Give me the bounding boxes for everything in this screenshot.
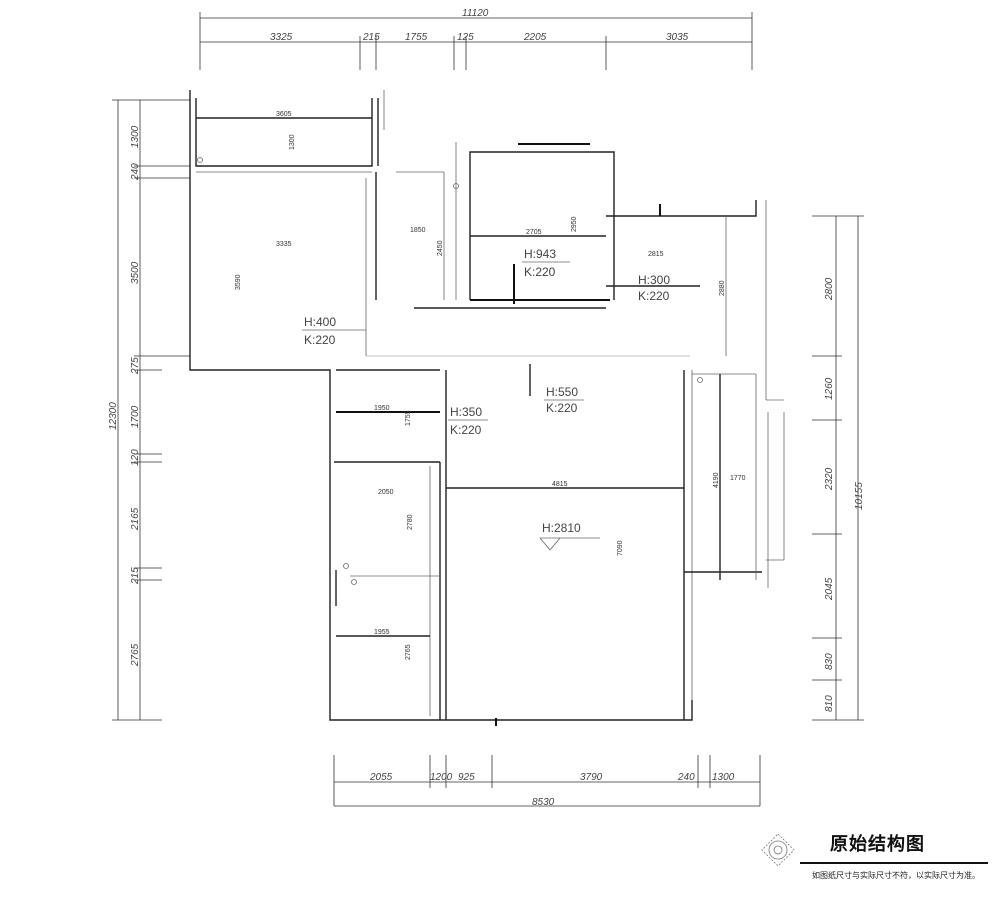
drawing-note: 如图纸尺寸与实际尺寸不符，以实际尺寸为准。 <box>812 871 980 880</box>
opening-labels: H:400 K:220 H:943 K:220 H:300 K:220 H:55… <box>302 247 670 437</box>
room-dim-2: 1300 <box>289 134 296 150</box>
left-dim-7: 2165 <box>130 507 141 531</box>
drawing-title: 原始结构图 <box>830 834 925 855</box>
opening-2-h: H:943 <box>524 247 556 261</box>
room-dim-12: 1755 <box>405 410 412 426</box>
left-dim-6: 120 <box>130 449 141 466</box>
walls <box>189 90 785 726</box>
right-dim-1: 2800 <box>824 277 835 301</box>
title-underline <box>800 862 988 864</box>
bottom-dim-6: 1300 <box>712 772 735 783</box>
ceiling-height-label: H:2810 <box>542 521 581 535</box>
left-total-dim: 12300 <box>108 402 119 430</box>
bottom-dim-2: 1200 <box>430 772 453 783</box>
opening-4-k: K:220 <box>546 401 578 415</box>
top-dim-1: 3325 <box>270 32 293 43</box>
top-dim-3: 1755 <box>405 32 428 43</box>
top-dim-2: 215 <box>362 32 380 43</box>
room-dim-16: 7090 <box>617 540 624 556</box>
left-dim-4: 275 <box>130 357 141 375</box>
bottom-dimensions: 2055 1200 925 3790 240 1300 8530 <box>333 755 761 808</box>
room-dim-20: 1770 <box>730 475 746 482</box>
bottom-dim-3: 925 <box>458 772 475 783</box>
left-dim-8: 215 <box>130 567 141 585</box>
room-dim-4: 3590 <box>235 274 242 290</box>
room-dim-19: 4190 <box>713 472 720 488</box>
bottom-dim-1: 2055 <box>369 772 393 783</box>
top-total-dim: 11120 <box>462 8 489 19</box>
right-total-dim: 10155 <box>854 482 865 510</box>
top-dimensions: 11120 3325 215 1755 125 2205 3035 <box>199 8 753 70</box>
room-dim-11: 1950 <box>374 405 390 412</box>
left-dim-2: 240 <box>130 163 141 181</box>
left-dimensions: 12300 1300 240 3500 275 1700 120 2165 21… <box>108 99 190 721</box>
bottom-dim-4: 3790 <box>580 772 603 783</box>
opening-3-k: K:220 <box>638 289 670 303</box>
left-dim-1: 1300 <box>130 125 141 148</box>
room-dim-3: 3335 <box>276 241 292 248</box>
opening-4-h: H:550 <box>546 385 578 399</box>
top-dim-6: 3035 <box>666 32 689 43</box>
room-dim-6: 2450 <box>437 240 444 256</box>
left-dim-9: 2765 <box>130 643 141 667</box>
opening-2-k: K:220 <box>524 265 556 279</box>
bottom-dim-5: 240 <box>677 772 695 783</box>
bottom-total-dim: 8530 <box>532 797 555 808</box>
opening-1-h: H:400 <box>304 315 336 329</box>
right-dim-4: 2045 <box>824 577 835 601</box>
right-dim-3: 2320 <box>824 467 835 491</box>
top-dim-5: 2205 <box>523 32 547 43</box>
room-dimensions: 3605 1300 3335 3590 1850 2450 2705 2950 … <box>235 111 746 660</box>
top-dim-4: 125 <box>457 32 474 43</box>
room-dim-18: 2765 <box>405 644 412 660</box>
room-dim-17: 1955 <box>374 629 390 636</box>
elevation-triangle-icon <box>539 537 561 551</box>
left-dim-5: 1700 <box>130 405 141 428</box>
opening-3-h: H:300 <box>638 273 670 287</box>
left-dim-3: 3500 <box>130 261 141 284</box>
room-dim-7: 2705 <box>526 229 542 236</box>
room-dim-10: 2880 <box>719 280 726 296</box>
logo-icon <box>761 833 795 867</box>
room-dim-15: 2780 <box>407 514 414 530</box>
room-dim-1: 3605 <box>276 111 292 118</box>
right-dimensions: 2800 1260 2320 2045 830 810 10155 <box>812 215 865 721</box>
room-dim-8: 2950 <box>571 216 578 232</box>
opening-1-k: K:220 <box>304 333 336 347</box>
room-dim-9: 2815 <box>648 251 664 258</box>
right-dim-6: 810 <box>824 695 835 712</box>
room-dim-5: 1850 <box>410 227 426 234</box>
ceiling-height-marker: H:2810 <box>539 521 600 551</box>
opening-5-h: H:350 <box>450 405 482 419</box>
title-block: 原始结构图 如图纸尺寸与实际尺寸不符，以实际尺寸为准。 <box>760 830 990 890</box>
room-dim-14: 2050 <box>378 489 394 496</box>
right-dim-2: 1260 <box>824 377 835 400</box>
opening-5-k: K:220 <box>450 423 482 437</box>
right-dim-5: 830 <box>824 653 835 670</box>
room-dim-13: 4815 <box>552 481 568 488</box>
